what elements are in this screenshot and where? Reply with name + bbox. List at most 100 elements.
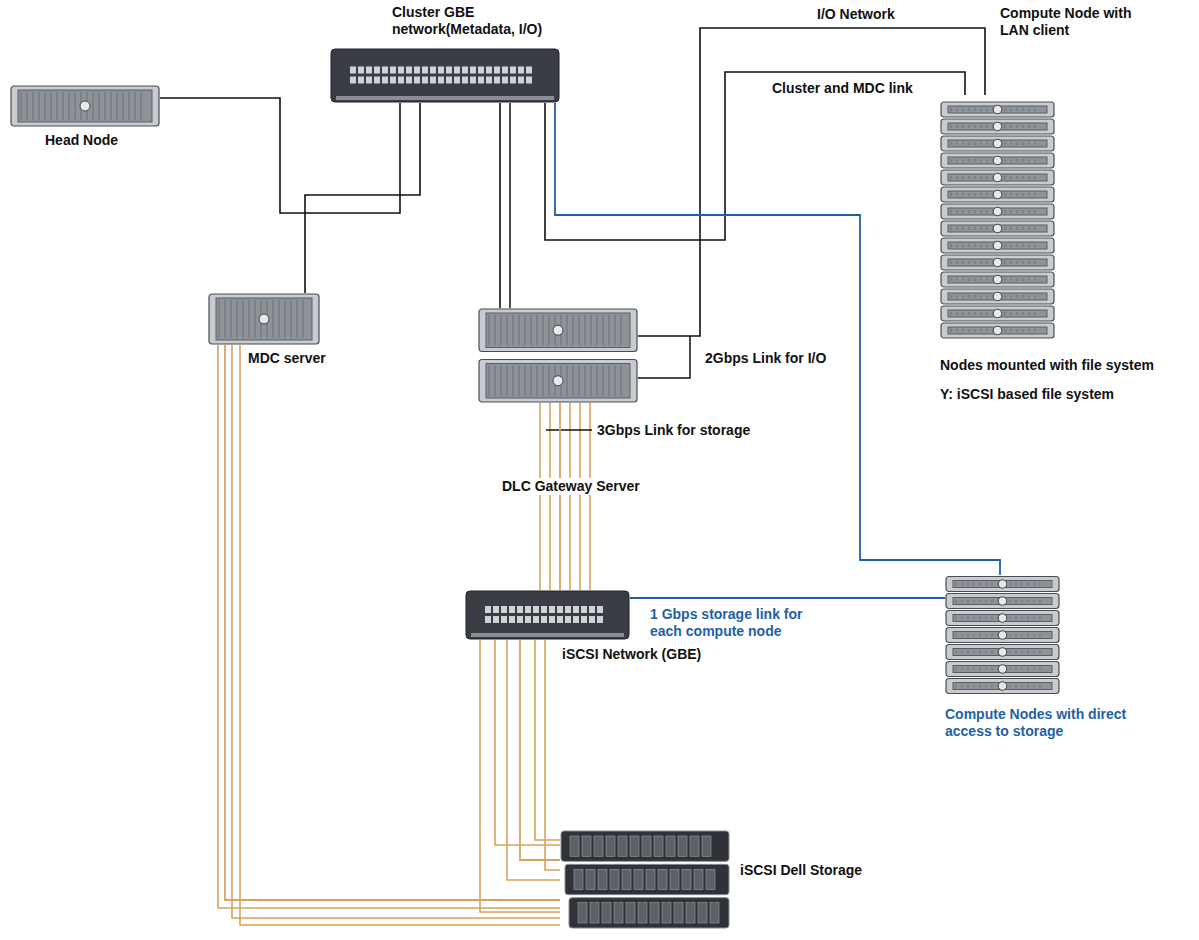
switch-node: iSCSI Network (GBE) <box>465 590 630 640</box>
drive-slot <box>634 869 643 889</box>
server-chassis <box>941 119 1054 134</box>
grille-slot <box>969 125 970 128</box>
grille-slot <box>951 312 952 315</box>
grille-slot <box>963 295 964 298</box>
grille-slot <box>987 108 988 111</box>
grille-slot <box>537 366 538 397</box>
grille-slot <box>219 300 220 338</box>
grille-slot <box>957 176 958 179</box>
server-grille <box>18 90 152 122</box>
grille-slot <box>987 312 988 315</box>
grille-slot <box>1010 651 1011 654</box>
grille-slot <box>621 315 622 346</box>
grille-slot <box>992 583 993 586</box>
switch-port <box>462 67 468 74</box>
server-grille <box>486 364 630 399</box>
grille-slot <box>1005 261 1006 264</box>
network-link <box>305 103 420 293</box>
grille-slot <box>969 244 970 247</box>
grille-slot <box>956 634 957 637</box>
grille-slot <box>549 315 550 346</box>
grille-slot <box>1029 278 1030 281</box>
drive-slot <box>602 903 611 923</box>
grille-slot <box>1011 227 1012 230</box>
switch-port <box>422 77 428 84</box>
switch-port <box>486 77 492 84</box>
grille-slot <box>987 142 988 145</box>
switch-port <box>398 67 404 74</box>
grille-slot <box>1010 617 1011 620</box>
grille-slot <box>1029 261 1030 264</box>
server-grille <box>948 310 1047 317</box>
device-label: MDC server <box>248 350 326 367</box>
storage-array <box>569 898 729 928</box>
switch-port <box>525 616 531 623</box>
grille-slot <box>1029 244 1030 247</box>
grille-slot <box>141 92 142 120</box>
grille-slot <box>1023 125 1024 128</box>
switch-port <box>470 77 476 84</box>
switch-port <box>518 77 524 84</box>
grille-slot <box>1029 193 1030 196</box>
server-chassis <box>941 255 1054 270</box>
network-link <box>559 403 561 590</box>
grille-slot <box>969 261 970 264</box>
grille-slot <box>1011 176 1012 179</box>
switch-illustration <box>466 591 629 639</box>
grille-slot <box>969 210 970 213</box>
grille-slot <box>525 315 526 346</box>
grille-slot <box>1016 583 1017 586</box>
gateway-illustration <box>479 309 637 402</box>
grille-slot <box>519 315 520 346</box>
grille-slot <box>1017 227 1018 230</box>
server-grille <box>953 581 1052 588</box>
network-link <box>520 640 560 860</box>
grille-slot <box>951 176 952 179</box>
grille-slot <box>1023 159 1024 162</box>
grille-slot <box>1034 651 1035 654</box>
switch-port <box>446 77 452 84</box>
server-bezel <box>80 101 90 111</box>
grille-slot <box>1035 108 1036 111</box>
switch-port <box>510 77 516 84</box>
grille-slot <box>987 244 988 247</box>
grille-slot <box>980 634 981 637</box>
switch-chassis <box>466 591 629 639</box>
switch-port <box>494 77 500 84</box>
switch-port <box>470 67 476 74</box>
drive-slot <box>590 903 599 923</box>
server-chassis <box>479 309 637 352</box>
grille-slot <box>573 315 574 346</box>
drive-slot <box>650 903 659 923</box>
grille-slot <box>956 617 957 620</box>
server-chassis <box>941 153 1054 168</box>
grille-slot <box>974 600 975 603</box>
grille-slot <box>1005 329 1006 332</box>
device-label: Head Node <box>45 132 118 149</box>
grille-slot <box>1040 668 1041 671</box>
server-bezel <box>998 665 1007 674</box>
grille-slot <box>57 92 58 120</box>
grille-slot <box>963 125 964 128</box>
grille-slot <box>1035 210 1036 213</box>
switch-port <box>597 616 603 623</box>
grille-slot <box>1023 295 1024 298</box>
switch-port <box>454 77 460 84</box>
server-grille <box>948 208 1047 215</box>
grille-slot <box>1023 278 1024 281</box>
grille-slot <box>987 125 988 128</box>
switch-port <box>390 77 396 84</box>
switch-port <box>502 77 508 84</box>
grille-slot <box>987 295 988 298</box>
device-label: Cluster GBE network(Metadata, I/O) <box>392 4 572 38</box>
server-bezel <box>993 309 1002 318</box>
switch-port <box>494 67 500 74</box>
switch-port <box>517 616 523 623</box>
switch-port <box>478 67 484 74</box>
grille-slot <box>1016 634 1017 637</box>
grille-slot <box>21 92 22 120</box>
storage-array <box>565 864 729 894</box>
device-picture <box>330 48 560 103</box>
grille-slot <box>957 244 958 247</box>
grille-slot <box>513 315 514 346</box>
